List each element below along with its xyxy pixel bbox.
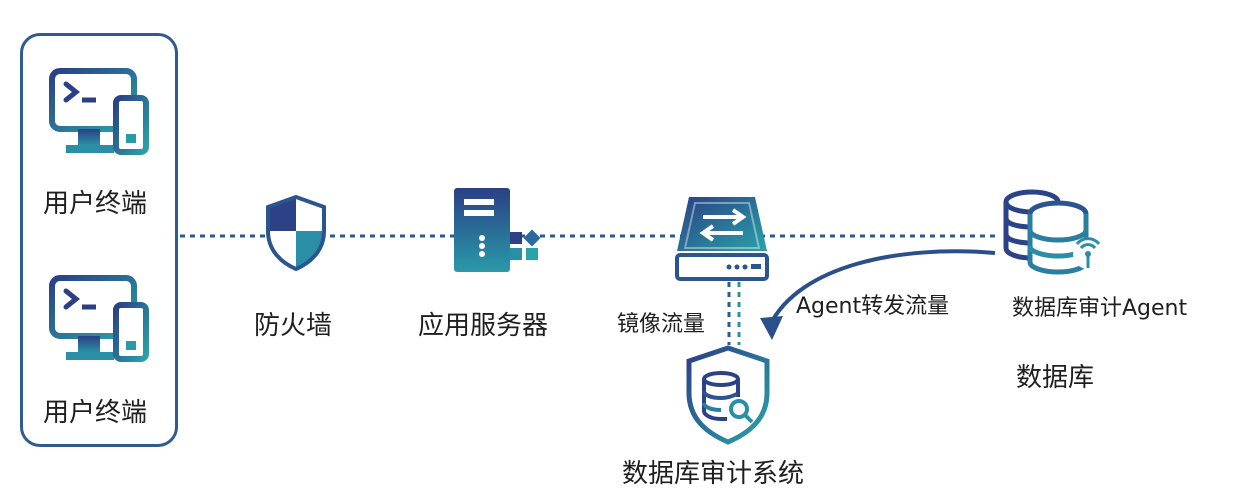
database-icon (1003, 189, 1103, 275)
mirror-label: 镜像流量 (617, 312, 706, 337)
client-group-box (20, 33, 178, 447)
switch-icon (675, 197, 769, 281)
terminal-label-2: 用户终端 (43, 398, 148, 428)
audit-system-label: 数据库审计系统 (622, 459, 805, 489)
agent-forward-label: Agent转发流量 (796, 294, 950, 319)
firewall-label: 防火墙 (254, 311, 333, 341)
server-icon (454, 188, 541, 272)
agent-forward-arrow (768, 249, 996, 326)
agent-forward-arrowhead (760, 316, 783, 340)
terminal-label-1: 用户终端 (43, 189, 148, 219)
database-label: 数据库 (1016, 363, 1095, 393)
audit-shield-icon (686, 345, 770, 445)
shield-icon (266, 194, 326, 272)
terminal-icon (49, 275, 149, 362)
agent-label: 数据库审计Agent (1012, 296, 1188, 321)
app-server-label: 应用服务器 (418, 311, 549, 341)
terminal-icon (49, 68, 149, 155)
